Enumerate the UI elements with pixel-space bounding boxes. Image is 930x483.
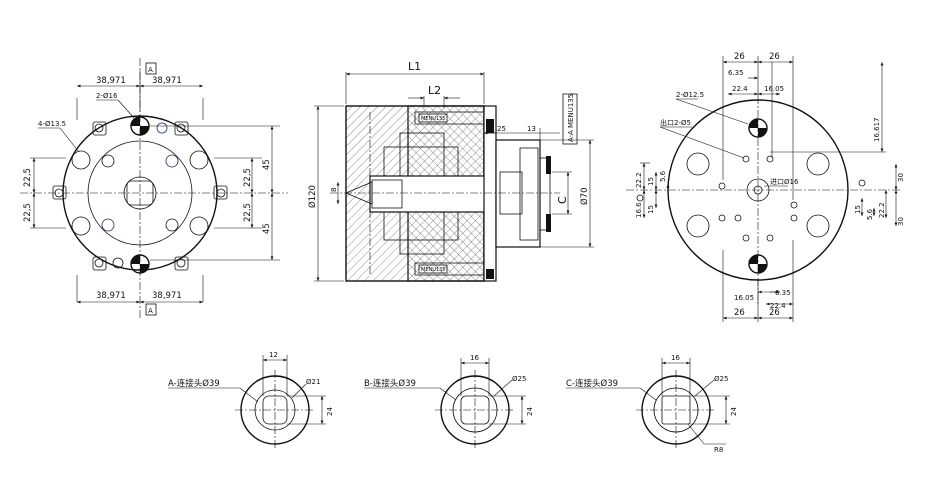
connector-c-radius: R8 <box>714 446 723 454</box>
dim-bottom-left: 38,971 <box>96 291 126 301</box>
dim-right-upper: 22,5 <box>243 168 253 187</box>
dim-222-left: 22.2 <box>635 172 643 188</box>
locating-pin-icon <box>748 118 768 138</box>
rear-view: 26 26 6.35 22.4 16.05 16.617 2-Ø12.5 出口2… <box>626 52 905 322</box>
dim-224-bottom: 22.4 <box>770 302 786 310</box>
label-pins-rear: 2-Ø12.5 <box>676 91 704 99</box>
dim-15-left-a: 15 <box>647 177 655 186</box>
dim-635-top: 6.35 <box>728 69 744 77</box>
dim-26-c: 26 <box>734 308 745 318</box>
dim-26-a: 26 <box>734 52 745 62</box>
locating-pin-icon <box>130 254 150 274</box>
svg-text:MENU135: MENU135 <box>421 267 445 273</box>
dim-16617: 16.617 <box>873 118 881 143</box>
connector-b-width: 16 <box>470 354 479 362</box>
dim-1605-bottom: 16.05 <box>734 294 754 302</box>
dim-26-b: 26 <box>769 52 780 62</box>
dim-15-right: 15 <box>854 205 862 214</box>
dim-dia-70: Ø70 <box>579 187 590 205</box>
section-label: A-A MENU135 <box>567 94 575 142</box>
connector-c-height: 24 <box>730 407 738 416</box>
connector-b: 16 B-连接头Ø39 Ø25 24 <box>364 354 534 450</box>
dim-C: C <box>556 196 569 204</box>
connector-b-height: 24 <box>526 407 534 416</box>
dim-left-upper: 22,5 <box>23 168 33 187</box>
dim-dia-120: Ø120 <box>307 185 318 208</box>
dim-top-left: 38,971 <box>96 76 126 86</box>
locating-pin-icon <box>748 254 768 274</box>
locating-pin-icon <box>130 116 150 136</box>
svg-text:MENU135: MENU135 <box>421 116 445 122</box>
connector-a: 12 A-连接头Ø39 Ø21 24 <box>168 351 334 450</box>
connector-a-dia: Ø21 <box>306 378 320 386</box>
datum-a-bottom: A <box>148 307 153 315</box>
connector-a-label: A-连接头Ø39 <box>168 378 220 389</box>
dim-15-left-b: 15 <box>647 205 655 214</box>
dim-bottom-right: 38,971 <box>152 291 182 301</box>
connector-b-label: B-连接头Ø39 <box>364 378 416 389</box>
dim-right-lower: 22,5 <box>243 203 253 222</box>
dim-far-right-lower: 45 <box>262 223 272 234</box>
connector-c: 16 C-连接头Ø39 Ø25 24 R8 <box>566 354 738 454</box>
connector-b-dia: Ø25 <box>512 375 526 383</box>
label-outlets: 出口2-Ø5 <box>660 118 691 127</box>
dim-56-left: 5.6 <box>659 170 667 182</box>
dim-635-bottom: 6.35 <box>775 289 791 297</box>
section-view: MENU135 MENU135 L1 L2 Ø120 <box>307 60 594 282</box>
connector-a-width: 12 <box>269 351 278 359</box>
dim-13: 13 <box>527 125 536 133</box>
connector-c-dia: Ø25 <box>714 375 728 383</box>
dim-30-right-a: 30 <box>897 173 905 182</box>
dim-8: 8 <box>330 188 338 192</box>
label-bolt-holes: 4-Ø13.5 <box>38 120 66 128</box>
dim-56-right: 5.6 <box>866 208 874 220</box>
dim-26-d: 26 <box>769 308 780 318</box>
dim-166-left: 16.6 <box>635 202 643 218</box>
dim-1605-top: 16.05 <box>764 85 784 93</box>
front-view: 38,971 38,971 38,971 38,971 A A 22,5 22,… <box>20 58 288 320</box>
datum-a-top: A <box>148 66 153 74</box>
connector-a-height: 24 <box>326 407 334 416</box>
connector-c-width: 16 <box>671 354 680 362</box>
label-pins: 2-Ø16 <box>96 92 118 100</box>
dim-L1: L1 <box>408 60 421 73</box>
dim-30-right-b: 30 <box>897 217 905 226</box>
connector-c-label: C-连接头Ø39 <box>566 378 618 389</box>
dim-top-right: 38,971 <box>152 76 182 86</box>
dim-left-lower: 22,5 <box>23 203 33 222</box>
dim-L2: L2 <box>428 84 441 97</box>
dim-25: 25 <box>497 125 506 133</box>
inlet-port <box>746 178 770 202</box>
dim-222-right: 22.2 <box>878 202 886 218</box>
dim-far-right-upper: 45 <box>262 159 272 170</box>
label-inlet: 进口Ø16 <box>770 178 799 186</box>
dim-224-top: 22.4 <box>732 85 748 93</box>
